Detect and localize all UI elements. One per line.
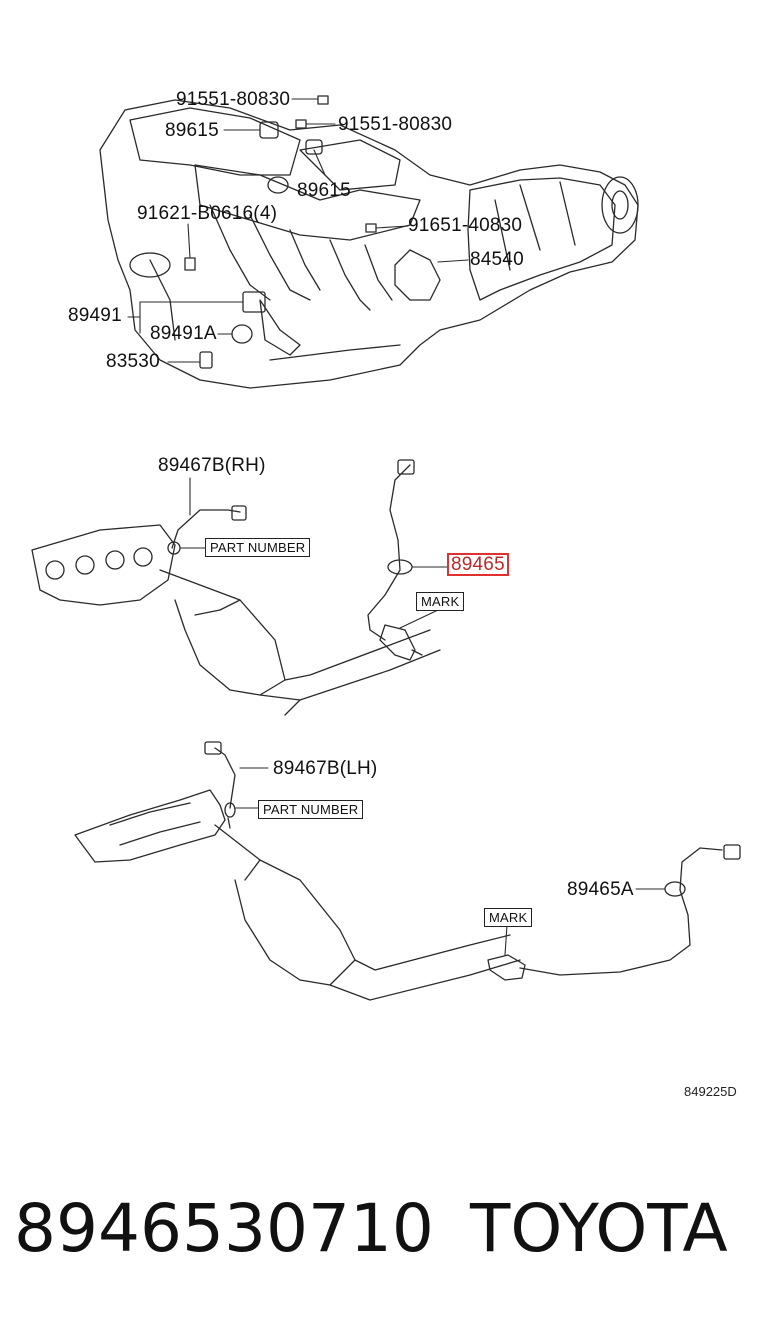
lh-leader-lines: [236, 768, 665, 955]
highlighted-part-89465: 89465: [447, 553, 509, 576]
part-label-89615-center: 89615: [297, 180, 351, 201]
parts-diagram: 91551-80830 89615 91551-80830 89615 9162…: [0, 0, 760, 1130]
product-footer: 8946530710 TOYOTA: [0, 1190, 760, 1280]
part-label-83530: 83530: [106, 351, 160, 372]
rh-exhaust-illustration: [32, 460, 440, 715]
mark-tag-rh: MARK: [416, 592, 465, 611]
part-label-91621-b0616: 91621-B0616(4): [137, 203, 278, 224]
part-label-91551-80830-top: 91551-80830: [176, 89, 291, 110]
rh-leader-lines: [181, 478, 447, 628]
diagram-drawing: [0, 0, 760, 1130]
part-label-89491a: 89491A: [150, 323, 217, 344]
mark-tag-lh: MARK: [484, 908, 533, 927]
engine-illustration: [100, 96, 638, 388]
lh-exhaust-illustration: [75, 742, 740, 1000]
brand-name: TOYOTA: [470, 1190, 728, 1267]
part-label-91551-80830-right: 91551-80830: [338, 114, 453, 135]
part-label-84540: 84540: [470, 249, 524, 270]
part-label-91651-40830: 91651-40830: [408, 215, 523, 236]
part-label-89467b-lh: 89467B(LH): [273, 758, 378, 779]
illustration-code: 849225D: [684, 1084, 737, 1099]
engine-leader-lines: [128, 99, 468, 362]
part-label-89467b-rh: 89467B(RH): [158, 455, 266, 476]
part-number: 8946530710: [14, 1190, 434, 1267]
part-number-tag-lh: PART NUMBER: [258, 800, 364, 819]
part-label-89491: 89491: [68, 305, 122, 326]
part-label-89615-left: 89615: [165, 120, 219, 141]
part-number-tag-rh: PART NUMBER: [205, 538, 311, 557]
part-label-89465a: 89465A: [567, 879, 634, 900]
